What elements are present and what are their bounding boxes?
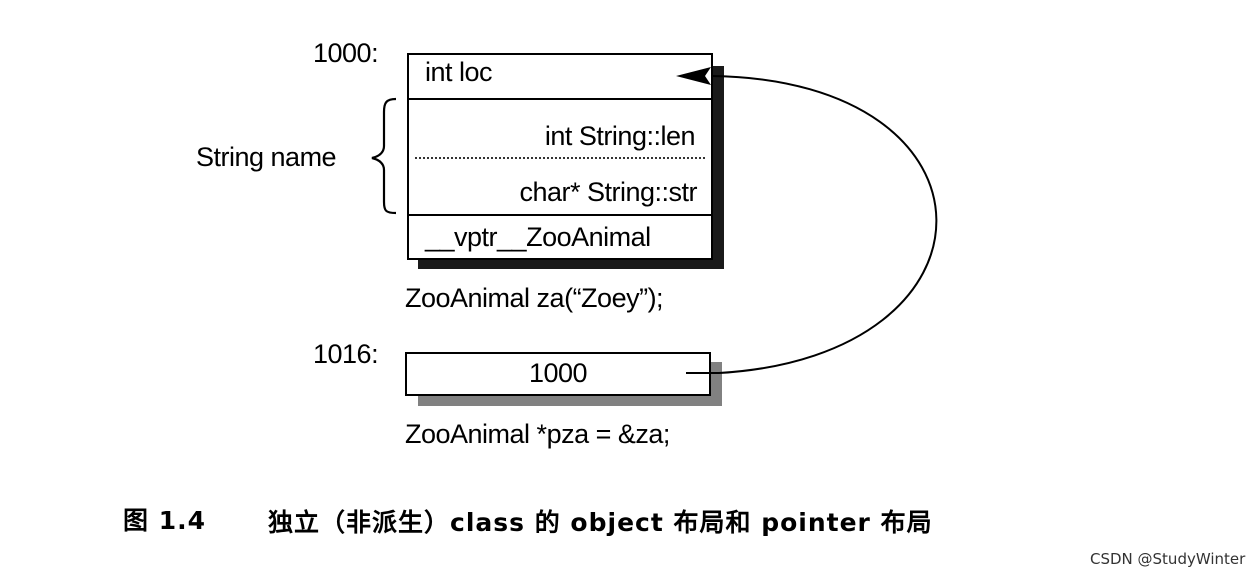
figure-caption: 独立（非派生）class 的 object 布局和 pointer 布局 <box>268 508 933 537</box>
pointer-value: 1000 <box>528 358 588 388</box>
brace-label: String name <box>196 142 337 172</box>
field-int-loc: int loc <box>425 57 493 87</box>
object-address-label: 1000: <box>313 38 379 68</box>
object-layout-box: int loc int String::len char* String::st… <box>407 53 713 260</box>
pointer-arrow-curve <box>686 75 938 374</box>
field-string-str: char* String::str <box>519 177 697 207</box>
figure-number: 图 1.4 <box>123 506 206 535</box>
dotted-divider <box>415 157 705 159</box>
arrow-head <box>676 67 711 85</box>
divider <box>409 98 711 100</box>
divider <box>409 214 711 216</box>
watermark: CSDN @StudyWinter <box>1090 550 1246 568</box>
field-vptr: __vptr__ZooAnimal <box>425 222 651 252</box>
object-declaration: ZooAnimal za(“Zoey”); <box>405 283 664 313</box>
field-string-len: int String::len <box>544 121 696 151</box>
pointer-address-label: 1016: <box>313 339 379 369</box>
pointer-declaration: ZooAnimal *pza = &za; <box>405 419 670 449</box>
brace <box>371 97 397 215</box>
